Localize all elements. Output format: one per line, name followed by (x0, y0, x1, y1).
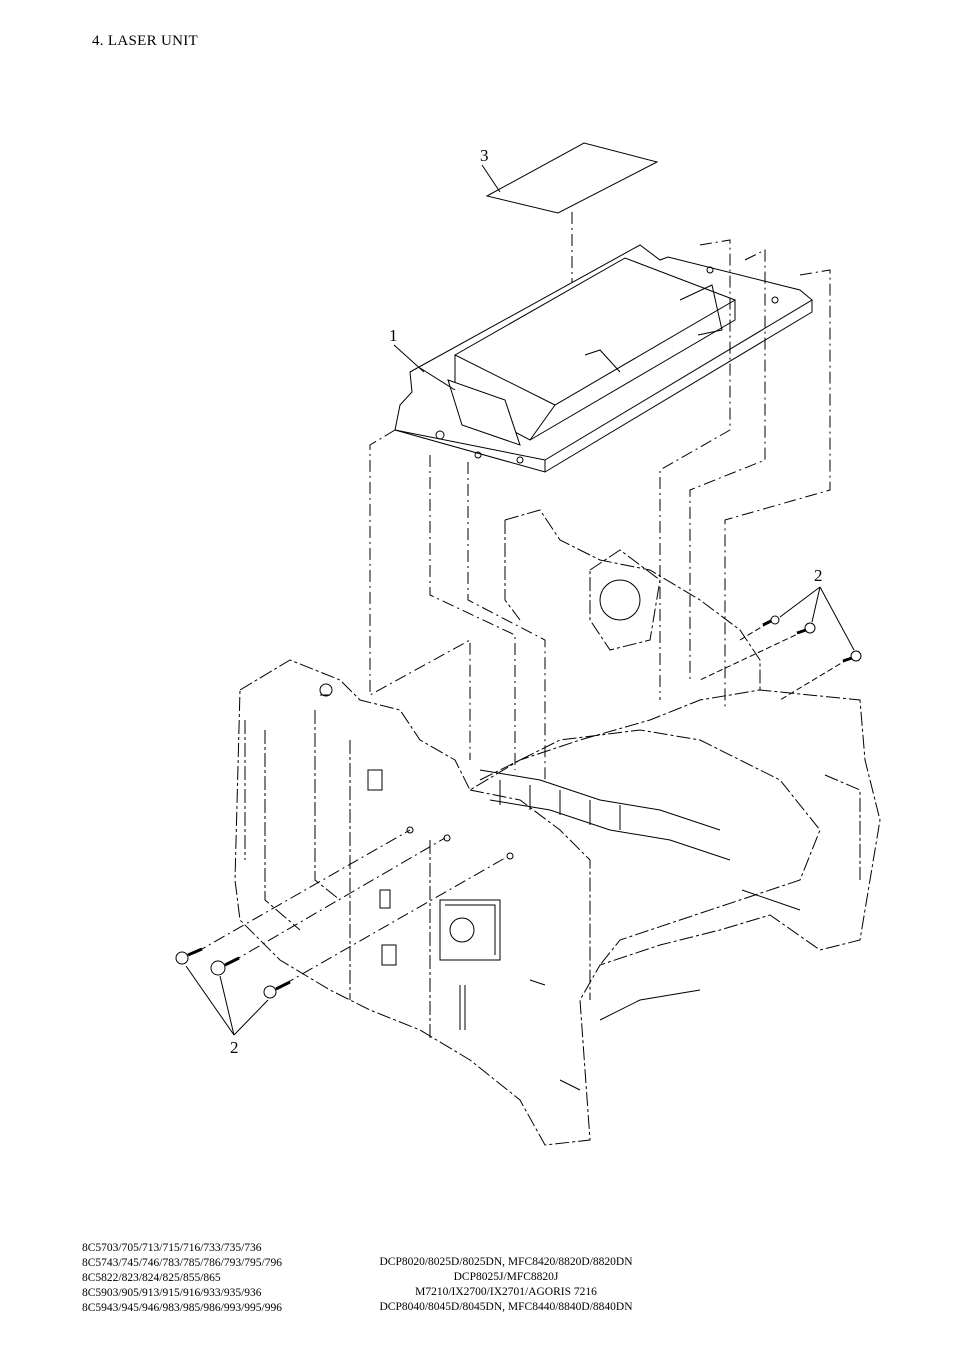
part-code-line: 8C5903/905/913/915/916/933/935/936 (82, 1287, 262, 1299)
part-1-laser-unit (393, 244, 813, 473)
part-code-line: 8C5822/823/824/825/855/865 (82, 1272, 221, 1284)
part-code-line: 8C5743/745/746/783/785/786/793/795/796 (82, 1257, 282, 1269)
screw-icon (210, 960, 226, 976)
alignment-lines (369, 239, 831, 780)
screw-icon (263, 985, 277, 999)
part-code-line: 8C5943/945/946/983/985/986/993/995/996 (82, 1302, 282, 1314)
screw-icon (770, 615, 780, 625)
page-title: 4. LASER UNIT (92, 33, 198, 49)
part-code-line: 8C5703/705/713/715/716/733/735/736 (82, 1242, 262, 1254)
callout-part-1: 1 (389, 326, 398, 345)
part-2-screws-left (175, 826, 514, 1036)
screw-icon (850, 650, 862, 662)
model-line: M7210/IX2700/IX2701/AGORIS 7216 (415, 1286, 597, 1298)
machine-frame (234, 509, 881, 1146)
part-2-screws-right (699, 586, 862, 701)
callout-part-3: 3 (480, 146, 489, 165)
callout-part-2-left: 2 (230, 1038, 239, 1057)
part-codes-list: 8C5703/705/713/715/716/733/735/736 8C574… (82, 1241, 282, 1316)
screw-icon (175, 951, 189, 965)
model-line: DCP8025J/MFC8820J (453, 1271, 559, 1283)
model-line: DCP8040/8045D/8045DN, MFC8440/8840D/8840… (379, 1301, 633, 1313)
models-list: DCP8020/8025D/8025DN, MFC8420/8820D/8820… (356, 1255, 656, 1315)
model-line: DCP8020/8025D/8025DN, MFC8420/8820D/8820… (379, 1256, 633, 1268)
frame-details (319, 579, 801, 1091)
screw-icon (804, 622, 816, 634)
callout-part-2-right: 2 (814, 566, 823, 585)
